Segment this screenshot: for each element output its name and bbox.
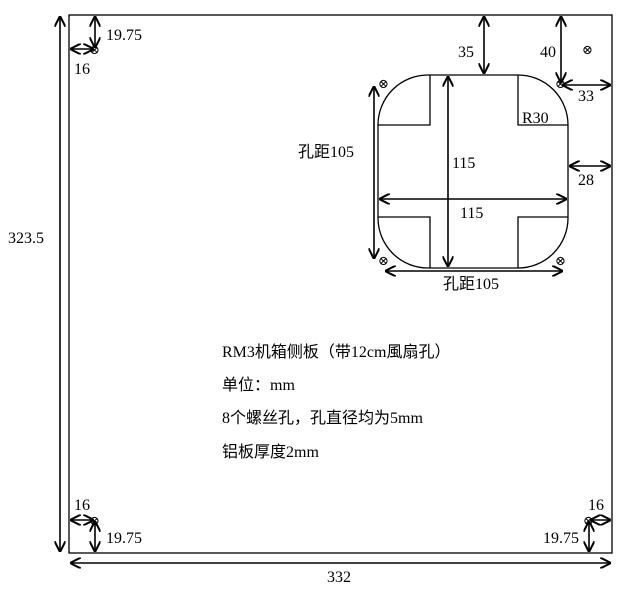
height-label: 323.5 xyxy=(8,230,44,247)
panel-outline xyxy=(68,14,613,554)
screw-hole-icon: ⊗ xyxy=(582,42,593,57)
top-left-vertical-label: 19.75 xyxy=(106,27,142,44)
width-label: 332 xyxy=(327,569,351,586)
fan-right-offset-label: 28 xyxy=(578,172,594,189)
fan-width-label: 115 xyxy=(460,205,483,222)
screw-right-offset-label: 33 xyxy=(578,88,594,105)
fan-top-offset-label: 35 xyxy=(458,44,474,61)
bottom-right-horizontal-label: 16 xyxy=(588,497,604,514)
bottom-left-vertical-label: 19.75 xyxy=(106,530,142,547)
hole-spacing-horizontal-label: 孔距105 xyxy=(443,275,499,293)
screw-hole-icon: ⊗ xyxy=(89,513,100,528)
note-holes: 8个螺丝孔，孔直径均为5mm xyxy=(222,409,423,427)
screw-hole-icon: ⊗ xyxy=(555,76,566,91)
screw-hole-icon: ⊗ xyxy=(583,513,594,528)
note-title: RM3机箱侧板（带12cm風扇孔） xyxy=(222,343,450,361)
screw-hole-icon: ⊗ xyxy=(378,76,389,91)
screw-hole-icon: ⊗ xyxy=(89,42,100,57)
note-unit: 单位：mm xyxy=(222,376,295,394)
screw-hole-icon: ⊗ xyxy=(378,253,389,268)
bottom-right-vertical-label: 19.75 xyxy=(543,530,579,547)
note-thickness: 铝板厚度2mm xyxy=(222,443,319,461)
hole-spacing-vertical-label: 孔距105 xyxy=(298,143,354,161)
bottom-left-horizontal-label: 16 xyxy=(74,497,90,514)
fan-height-label: 115 xyxy=(452,155,475,172)
corner-radius-label: R30 xyxy=(522,110,549,127)
screw-top-offset-label: 40 xyxy=(540,44,556,61)
top-left-horizontal-label: 16 xyxy=(74,61,90,78)
screw-hole-icon: ⊗ xyxy=(555,253,566,268)
